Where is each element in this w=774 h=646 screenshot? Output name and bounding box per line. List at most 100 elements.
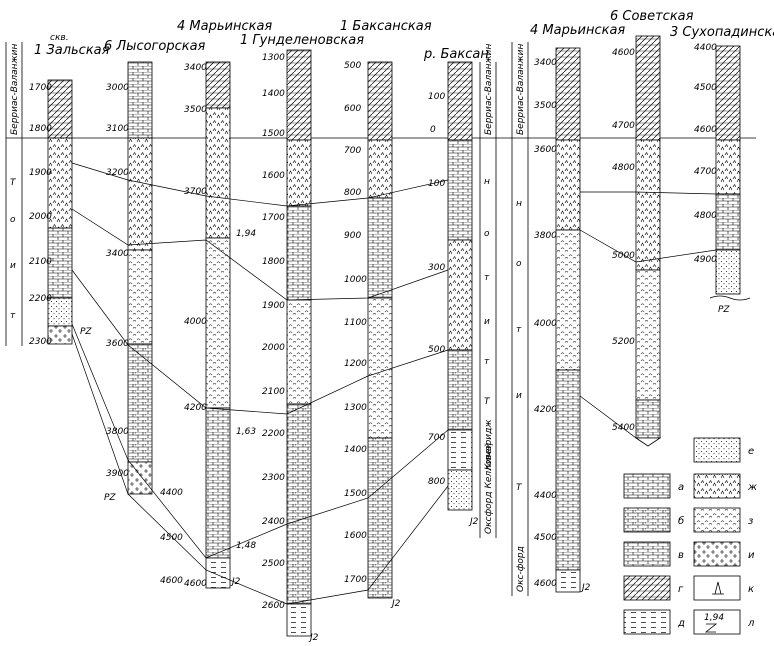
svg-text:1900: 1900: [262, 301, 285, 311]
svg-text:3200: 3200: [106, 168, 129, 178]
svg-text:4800: 4800: [694, 211, 717, 221]
svg-text:4800: 4800: [612, 163, 635, 173]
svg-text:1700: 1700: [29, 83, 52, 93]
svg-text:б: б: [678, 515, 684, 527]
svg-text:3500: 3500: [534, 101, 557, 111]
svg-text:и: и: [748, 550, 755, 561]
svg-text:1500: 1500: [344, 489, 367, 499]
svg-text:2400: 2400: [262, 517, 285, 527]
j2-label: J2: [308, 633, 319, 643]
svg-text:4600: 4600: [694, 125, 717, 135]
column-r-baksan: р. Баксан 100 0 100 300 500 700 800 J2: [423, 47, 489, 527]
marker: 1,48: [236, 541, 256, 551]
svg-text:1300: 1300: [262, 53, 285, 63]
svg-text:100: 100: [428, 92, 445, 102]
column-title: 1 Зальская: [34, 43, 110, 58]
svg-text:3400: 3400: [534, 58, 557, 68]
stage-bar-baksan: Берриас-Валанжин н о т и т Т Кимеридж Ок…: [479, 44, 497, 538]
svg-text:е: е: [748, 446, 754, 457]
svg-text:т: т: [516, 325, 522, 335]
svg-text:2000: 2000: [29, 212, 52, 222]
svg-text:1800: 1800: [262, 257, 285, 267]
svg-text:1,94: 1,94: [704, 613, 724, 623]
svg-text:л: л: [747, 618, 755, 629]
pz-label: PZ: [718, 305, 730, 315]
svg-text:1600: 1600: [344, 531, 367, 541]
column-zalskaya: скв. 1 Зальская 1700 1800 1900 2000 2100…: [29, 33, 110, 347]
svg-text:4500: 4500: [160, 533, 183, 543]
marker: 1,94: [236, 229, 256, 239]
svg-text:а: а: [678, 482, 684, 493]
column-title: 4 Марьинская: [177, 19, 272, 34]
svg-text:3600: 3600: [106, 339, 129, 349]
svg-text:и: и: [516, 391, 522, 401]
column-maryinskaya-left: 4 Марьинская 3400 3500 3700 4000 4200 46…: [177, 19, 272, 589]
svg-text:4400: 4400: [694, 43, 717, 53]
svg-text:1700: 1700: [262, 213, 285, 223]
svg-text:Берриас-Валанжин: Берриас-Валанжин: [484, 44, 494, 135]
svg-text:700: 700: [428, 433, 445, 443]
column-title: р. Баксан: [423, 47, 489, 62]
svg-text:о: о: [516, 259, 522, 269]
svg-text:2200: 2200: [29, 294, 52, 304]
svg-text:2100: 2100: [29, 257, 52, 267]
svg-text:500: 500: [428, 345, 445, 355]
svg-text:3800: 3800: [534, 231, 557, 241]
svg-text:о: о: [10, 215, 16, 225]
svg-text:3000: 3000: [106, 83, 129, 93]
svg-text:1700: 1700: [344, 575, 367, 585]
svg-text:2200: 2200: [262, 429, 285, 439]
column-lysogorskaya: 6 Лысогорская 3000 3100 3200 3400 3600 3…: [104, 39, 206, 586]
svg-text:4500: 4500: [534, 533, 557, 543]
j2-label: J2: [580, 583, 591, 593]
column-sovetskaya: 6 Советская 4600 4700 4800 5000 5200 540…: [610, 9, 694, 447]
svg-text:1800: 1800: [29, 124, 52, 134]
svg-text:4000: 4000: [534, 319, 557, 329]
svg-text:0: 0: [430, 125, 436, 135]
pz-label: PZ: [104, 493, 116, 503]
svg-text:800: 800: [344, 188, 361, 198]
svg-text:5000: 5000: [612, 251, 635, 261]
svg-text:4200: 4200: [534, 405, 557, 415]
column-maryinskaya-right: 4 Марьинская 3400 3500 3600 3800 4000 42…: [530, 23, 625, 593]
svg-text:в: в: [678, 550, 684, 561]
marker: 1,63: [236, 427, 256, 437]
svg-text:800: 800: [428, 477, 445, 487]
svg-text:4600: 4600: [160, 576, 183, 586]
column-baksanskaya: 1 Баксанская 500 600 700 800 900 1000 11…: [340, 19, 432, 609]
svg-text:4000: 4000: [184, 317, 207, 327]
svg-text:3100: 3100: [106, 124, 129, 134]
svg-text:2300: 2300: [29, 337, 52, 347]
svg-text:4400: 4400: [534, 491, 557, 501]
column-sublabel: скв.: [50, 33, 69, 43]
correlation-lines: [71, 162, 717, 605]
svg-text:300: 300: [428, 263, 445, 273]
svg-text:4600: 4600: [534, 579, 557, 589]
svg-text:Т: Т: [516, 483, 523, 493]
svg-text:2500: 2500: [262, 559, 285, 569]
svg-text:Окс-форд: Окс-форд: [516, 546, 526, 592]
stage-bar-left: Берриас-Валанжин Т о и т: [5, 42, 23, 346]
svg-text:Кимеридж: Кимеридж: [484, 419, 494, 470]
svg-text:4600: 4600: [184, 579, 207, 589]
svg-text:1400: 1400: [262, 89, 285, 99]
svg-text:1900: 1900: [29, 168, 52, 178]
svg-text:1200: 1200: [344, 359, 367, 369]
svg-text:1000: 1000: [344, 275, 367, 285]
svg-text:к: к: [748, 584, 754, 595]
svg-text:н: н: [516, 199, 522, 209]
j2-label: J2: [468, 517, 479, 527]
legend: е а ж б з в и г к д 1,94 л: [623, 437, 757, 635]
column-gundelenovskaya: 1 Гунделеновская 1300 1400 1500 1600 170…: [240, 33, 364, 643]
svg-text:700: 700: [344, 146, 361, 156]
svg-text:3900: 3900: [106, 469, 129, 479]
svg-text:Т: Т: [10, 178, 17, 188]
svg-text:2100: 2100: [262, 387, 285, 397]
svg-text:3800: 3800: [106, 427, 129, 437]
svg-text:т: т: [484, 273, 490, 283]
svg-text:2000: 2000: [262, 343, 285, 353]
svg-text:и: и: [10, 261, 16, 271]
svg-text:и: и: [484, 317, 490, 327]
svg-text:3600: 3600: [534, 145, 557, 155]
